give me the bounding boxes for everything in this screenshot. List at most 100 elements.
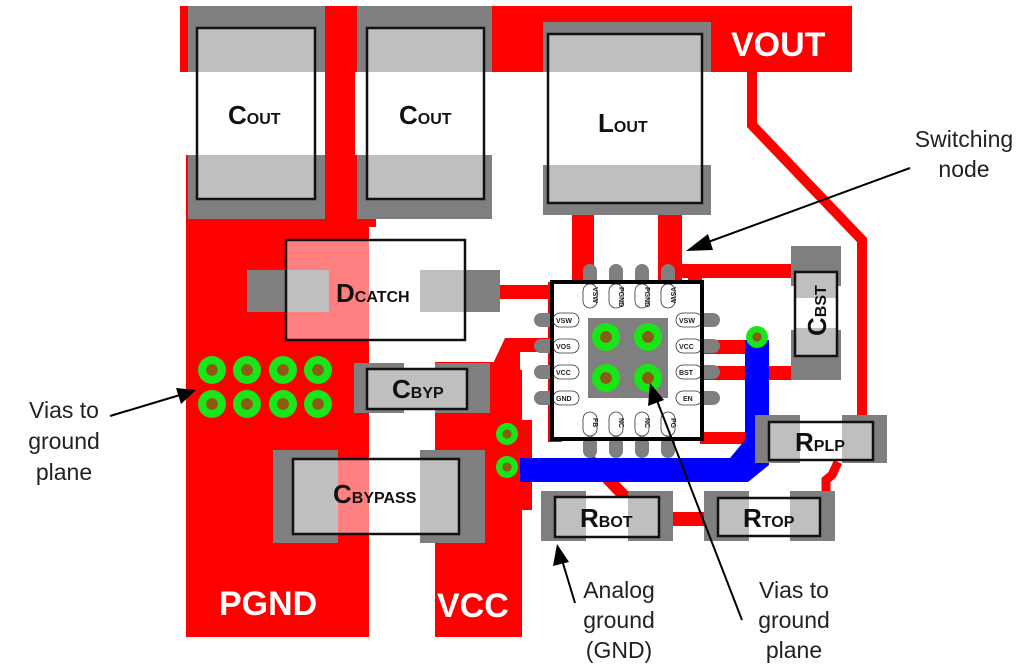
annotation-switching-node-line1: Switching (915, 126, 1013, 152)
rbot-body-right (628, 497, 659, 537)
rbot[interactable]: RBOT (541, 491, 673, 541)
annotation-switching-node-line2: node (938, 156, 989, 182)
svg-text:RPLP: RPLP (795, 427, 845, 457)
dcatch-pad-right-light (420, 270, 465, 312)
annotation-vias-bottom-line1: Vias to (759, 577, 829, 603)
ic-pins-top: VSW PGND PGND VSW (582, 283, 676, 309)
via-hole (241, 364, 253, 376)
pin-right-2: VCC (679, 344, 694, 351)
annotation-vias-left-line1: Vias to (29, 397, 99, 423)
lout-body-top (548, 34, 702, 72)
svg-text:RTOP: RTOP (743, 503, 795, 533)
via-hole (241, 398, 253, 410)
lout-body-mid (548, 72, 702, 165)
lout-outline (546, 32, 704, 205)
cbyp-body (367, 369, 467, 409)
rtop-body-right (790, 498, 820, 536)
ic-package[interactable]: VSW PGND PGND VSW FB NC NC PG VSW VOS VC… (534, 264, 720, 458)
rtop-outline (716, 496, 822, 538)
cbst-label-main: C (802, 317, 832, 336)
vout-sense-trace (747, 72, 867, 420)
annotation-vias-bottom: Vias to ground plane (648, 383, 830, 663)
rtop-label-sub: TOP (762, 514, 795, 531)
cout-1-label-main: C (228, 100, 247, 130)
arrow-head (176, 388, 196, 404)
annotation-vias-bottom-line3: plane (766, 637, 822, 663)
cout-2-label-sub: OUT (418, 111, 452, 128)
dcatch-label-main: D (336, 278, 355, 308)
via-hole (502, 462, 512, 472)
via-hole (312, 398, 324, 410)
via-hole (600, 372, 612, 384)
pin-top-2: PGND (617, 287, 624, 307)
rplp-body-left (769, 422, 800, 460)
pin-top-4: VSW (669, 287, 676, 303)
svg-text:DCATCH: DCATCH (336, 278, 410, 308)
svg-text:CBYPASS: CBYPASS (333, 479, 417, 509)
cout-1[interactable]: COUT (188, 6, 325, 219)
cout-2-body-mid (367, 72, 484, 155)
rtop-label-main: R (743, 503, 762, 533)
cbypass-label-sub: BYPASS (352, 490, 417, 507)
cout-1-body-bottom (197, 155, 315, 199)
arrow-head (553, 544, 569, 566)
rbot-outline (553, 495, 661, 539)
annotation-analog-ground-line2: ground (583, 607, 655, 633)
annotation-switching-node: Switching node (686, 126, 1013, 251)
ic-pins-bottom: FB NC NC PG (582, 411, 676, 437)
rplp-body-right (842, 422, 873, 460)
annotation-analog-ground-line1: Analog (583, 577, 655, 603)
via-hole (642, 331, 654, 343)
cbypass[interactable]: CBYPASS (273, 450, 485, 543)
pin-top-3: PGND (643, 287, 650, 307)
annotation-vias-left-line3: plane (36, 459, 92, 485)
arrow-line (109, 394, 181, 417)
rbot-body-left (555, 497, 586, 537)
arrow-head (686, 234, 713, 251)
cbst[interactable]: CBST (791, 246, 841, 380)
pin-right-3: BST (679, 370, 694, 377)
cout-1-body-top (197, 28, 315, 72)
cbyp-label-sub: BYP (411, 385, 444, 402)
rplp-label-sub: PLP (814, 438, 845, 455)
cout-1-body-mid (197, 72, 315, 155)
pin1-marker (560, 291, 564, 295)
svg-text:RBOT: RBOT (580, 503, 633, 533)
cout-gap-2 (492, 6, 522, 72)
via-hole (642, 372, 654, 384)
dcatch[interactable]: DCATCH (247, 238, 500, 342)
rtop[interactable]: RTOP (704, 491, 835, 541)
pin-left-4: GND (556, 396, 572, 403)
cout-2-body-bottom (367, 155, 484, 199)
annotation-vias-left-line2: ground (28, 428, 100, 454)
cbyp[interactable]: CBYP (354, 363, 490, 413)
cout-2[interactable]: COUT (357, 6, 492, 219)
cbypass-outline (291, 457, 461, 536)
cbypass-body-shade (338, 459, 369, 534)
vout-rtop-trace (821, 460, 843, 495)
cbst-body-mid (795, 298, 837, 328)
lout-label-main: L (598, 108, 614, 138)
via-hole (277, 398, 289, 410)
cbypass-body-left (293, 459, 338, 534)
arrow-line (655, 397, 743, 621)
pin-bottom-4: PG (669, 418, 676, 429)
cbypass-label-main: C (333, 479, 352, 509)
svg-text:CBST: CBST (802, 285, 832, 336)
arrow-head (648, 383, 664, 406)
svg-text:LOUT: LOUT (598, 108, 648, 138)
net-label-vcc: VCC (437, 587, 509, 625)
dcatch-label-sub: CATCH (355, 289, 410, 306)
net-label-vout: VOUT (731, 26, 826, 64)
lout[interactable]: LOUT (543, 22, 711, 215)
cout-1-label-sub: OUT (247, 111, 281, 128)
cbypass-body-right (420, 459, 459, 534)
rplp[interactable]: RPLP (755, 415, 887, 463)
ic-outline (550, 280, 704, 441)
via-hole (206, 364, 218, 376)
via-hole (277, 364, 289, 376)
rbot-label-main: R (580, 503, 599, 533)
pin-bottom-1: FB (591, 418, 598, 427)
lout-label-sub: OUT (614, 119, 648, 136)
